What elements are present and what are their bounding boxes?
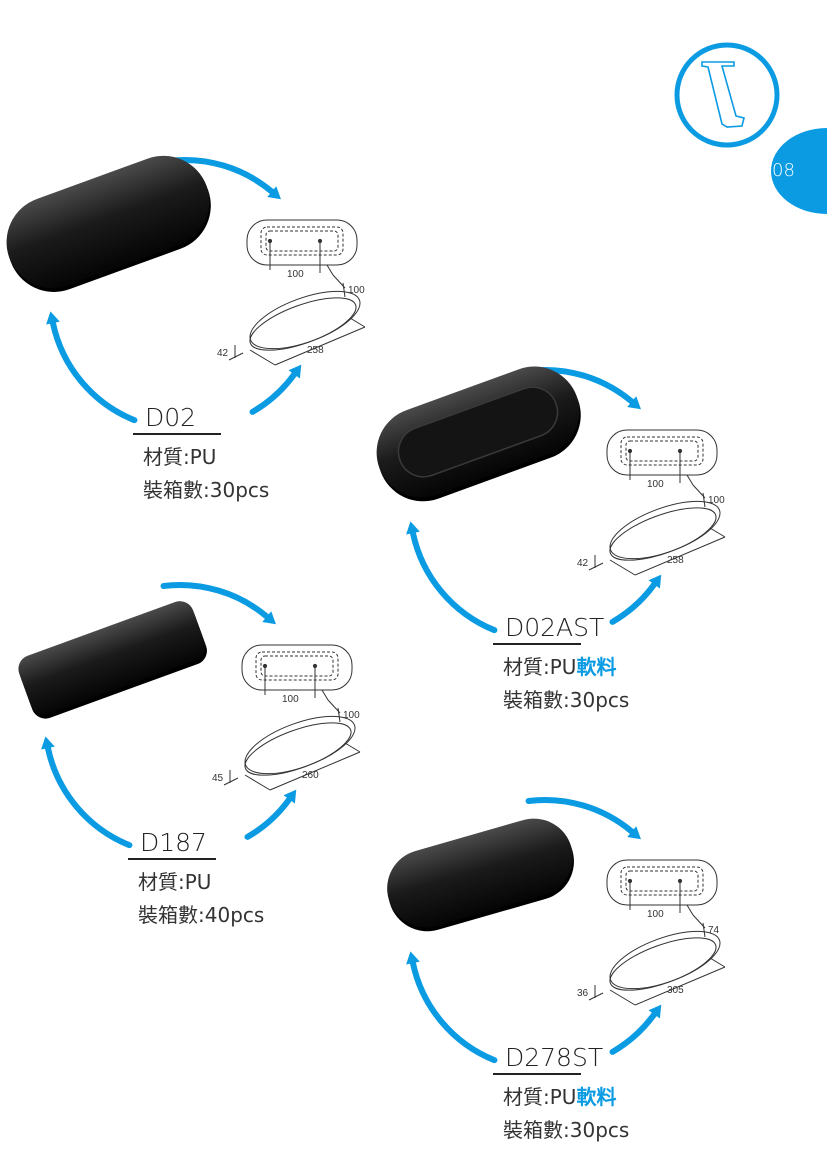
material-line: 材質:PU軟料: [503, 651, 616, 680]
material-label: 材質:: [138, 870, 185, 894]
material-value: PU: [184, 870, 212, 894]
dim-width: 100: [708, 495, 725, 506]
title-underline: [493, 643, 581, 645]
box-quantity-line: 裝箱數:30pcs: [143, 474, 269, 503]
armrest-pad-icon: [674, 42, 780, 148]
dim-width: 74: [708, 925, 720, 936]
model-name: D02: [145, 403, 197, 432]
arrowheads: [406, 396, 662, 589]
product-illustration: 100 74 36 305: [387, 797, 726, 1064]
dimension-drawing: [588, 859, 726, 1006]
arrowheads: [46, 186, 302, 379]
arc-left: [49, 320, 138, 424]
dim-height: 42: [217, 348, 229, 359]
title-underline: [133, 433, 221, 435]
arc-right: [609, 1011, 658, 1055]
box-quantity: 30pcs: [569, 1118, 630, 1142]
dim-width: 100: [348, 285, 365, 296]
arrowheads: [406, 826, 662, 1019]
material-label: 材質:: [503, 1085, 550, 1109]
armrest-pad-photo: [387, 818, 574, 932]
dim-height: 36: [577, 988, 589, 999]
title-underline: [493, 1073, 581, 1075]
arc-left: [409, 530, 498, 634]
cycle-arrows: [44, 582, 293, 849]
material-extra: 軟料: [576, 655, 617, 679]
box-quantity-line: 裝箱數:30pcs: [503, 684, 629, 713]
cycle-arrows: [409, 797, 658, 1064]
model-name: D02AST: [505, 613, 605, 642]
title-underline: [128, 858, 216, 860]
material-value: PU: [189, 445, 217, 469]
arc-top: [160, 582, 270, 620]
dim-length: 260: [302, 770, 319, 781]
product-illustration: 100 100 42 258: [376, 366, 726, 634]
box-label: 裝箱數:: [503, 1118, 570, 1142]
arc-right: [249, 371, 298, 415]
arc-left: [409, 960, 498, 1064]
dim-length: 305: [667, 985, 684, 996]
arc-right: [244, 796, 293, 840]
dim-width: 100: [343, 710, 360, 721]
dimension-drawing: [588, 429, 726, 576]
box-quantity-line: 裝箱數:30pcs: [503, 1114, 629, 1143]
arc-right: [609, 581, 658, 625]
dim-hole-spacing: 100: [647, 479, 664, 490]
dim-length: 258: [307, 345, 324, 356]
dimension-drawing: [223, 644, 361, 791]
armrest-pad-photo: [18, 601, 207, 719]
material-line: 材質:PU軟料: [503, 1081, 616, 1110]
box-quantity: 30pcs: [209, 478, 270, 502]
arc-top: [525, 797, 635, 835]
dim-height: 45: [212, 773, 224, 784]
material-line: 材質:PU: [143, 441, 216, 470]
material-value: PU: [549, 655, 577, 679]
material-line: 材質:PU: [138, 866, 211, 895]
material-extra: 軟料: [576, 1085, 617, 1109]
model-name: D278ST: [505, 1043, 604, 1072]
dim-hole-spacing: 100: [282, 694, 299, 705]
box-label: 裝箱數:: [503, 688, 570, 712]
material-value: PU: [549, 1085, 577, 1109]
box-quantity: 30pcs: [569, 688, 630, 712]
dim-height: 42: [577, 558, 589, 569]
dim-hole-spacing: 100: [287, 269, 304, 280]
material-label: 材質:: [503, 655, 550, 679]
product-illustration: 100 100 42 258: [6, 155, 366, 424]
box-label: 裝箱數:: [138, 903, 205, 927]
dimension-drawing: [228, 219, 366, 366]
product-illustration: 100 100 45 260: [18, 582, 361, 849]
model-name: D187: [140, 828, 207, 857]
box-quantity: 40pcs: [204, 903, 265, 927]
box-quantity-line: 裝箱數:40pcs: [138, 899, 264, 928]
dim-length: 258: [667, 555, 684, 566]
box-label: 裝箱數:: [143, 478, 210, 502]
material-label: 材質:: [143, 445, 190, 469]
arrowheads: [41, 611, 297, 804]
page-number: 08: [772, 160, 795, 181]
arc-left: [44, 745, 133, 849]
dim-hole-spacing: 100: [647, 909, 664, 920]
armrest-pad-photo: [6, 155, 211, 292]
armrest-pad-photo: [376, 366, 581, 502]
